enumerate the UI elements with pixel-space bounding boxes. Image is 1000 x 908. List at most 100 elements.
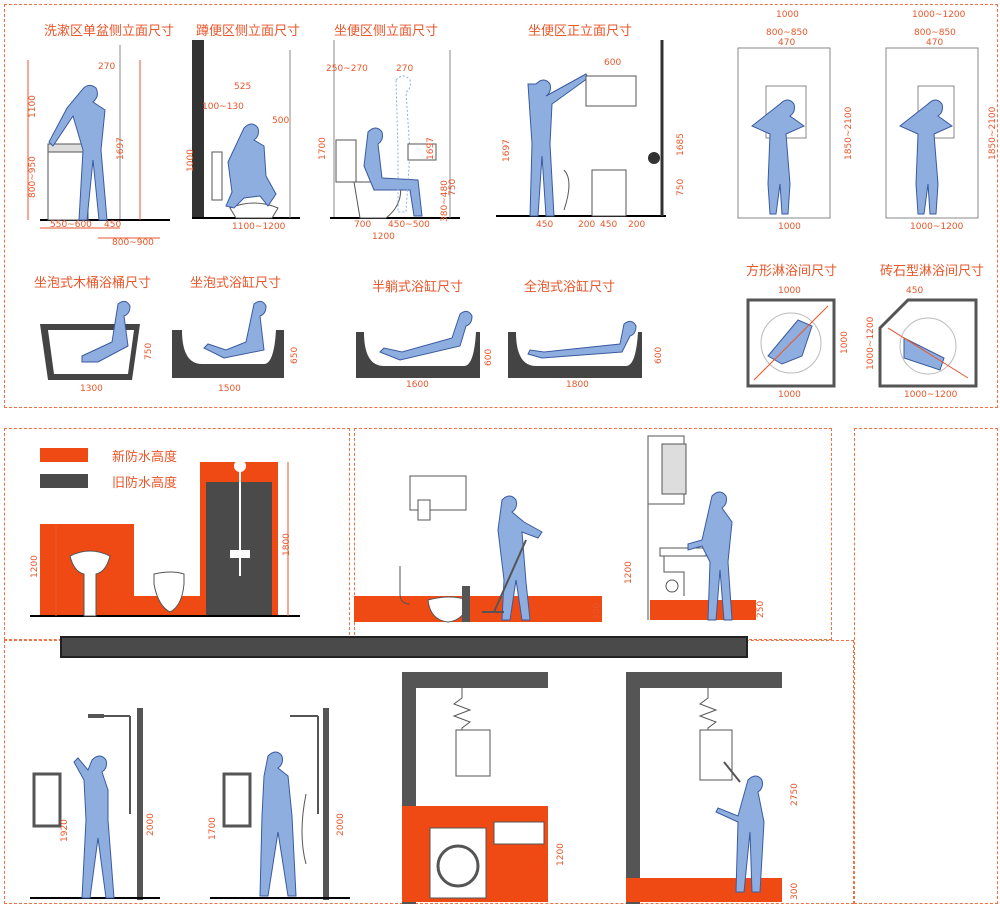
sit-tub-diagram xyxy=(172,300,284,378)
shower-left-diagram xyxy=(737,47,831,219)
square-shower-right: 1000 xyxy=(840,331,850,354)
toilet-front-dim-1697: 1697 xyxy=(502,139,512,162)
sink-dim-250: 250 xyxy=(756,600,766,618)
full-tub-height: 600 xyxy=(654,346,664,364)
shower-left-dim-1000: 1000 xyxy=(776,10,799,20)
toilet-front-dim-450b: 450 xyxy=(600,220,618,230)
diamond-shower-plan xyxy=(878,298,978,388)
shower-left-dim-470: 470 xyxy=(778,38,796,48)
waterproof-dim-1200: 1200 xyxy=(30,555,40,578)
drying-dim-300: 300 xyxy=(790,882,800,900)
drying-rack-diagram xyxy=(626,672,782,904)
shower-right-dim-800-850: 800~850 xyxy=(914,28,956,38)
waterproof-dim-1800: 1800 xyxy=(282,533,292,556)
full-tub-title: 全泡式浴缸尺寸 xyxy=(524,280,616,295)
wood-tub-title: 坐泡式木桶浴桶尺寸 xyxy=(34,276,152,291)
laundry-dim-1200: 1200 xyxy=(556,843,566,866)
middle-right-frame xyxy=(854,428,998,904)
mopping-area-diagram xyxy=(354,475,602,623)
shower-right-diagram xyxy=(885,47,979,219)
wash-dim-800-950: 800~950 xyxy=(28,156,38,198)
squat-dim-1100-1200: 1100~1200 xyxy=(232,222,286,232)
shower-left-dim-bottom: 1000 xyxy=(778,222,801,232)
divider-band xyxy=(60,636,748,658)
diamond-shower-title: 砖石型淋浴间尺寸 xyxy=(880,264,985,279)
toilet-side-dim-1697: 1697 xyxy=(426,137,436,160)
wash-dim-800-900: 800~900 xyxy=(112,238,154,248)
sit-tub-width: 1500 xyxy=(218,384,241,394)
laundry-diagram xyxy=(402,672,548,904)
squat-dim-500: 500 xyxy=(272,116,290,126)
square-shower-bottom: 1000 xyxy=(778,390,801,400)
half-tub-height: 600 xyxy=(484,348,494,366)
legend-new-label: 新防水高度 xyxy=(112,450,178,465)
shower-man-dim-1700: 1700 xyxy=(208,817,218,840)
wash-dim-270: 270 xyxy=(98,62,116,72)
toilet-side-dim-700: 700 xyxy=(354,220,372,230)
shower-right-dim-bottom: 1000~1200 xyxy=(910,222,964,232)
toilet-front-title: 坐便区正立面尺寸 xyxy=(528,24,633,39)
wash-dim-1100: 1100 xyxy=(28,95,38,118)
squat-dim-100-130: 100~130 xyxy=(202,102,244,112)
wash-title: 洗漱区单盆侧立面尺寸 xyxy=(44,24,175,39)
shower-left-dim-800-850: 800~850 xyxy=(766,28,808,38)
shower-woman-dim-1920: 1920 xyxy=(60,819,70,842)
toilet-side-diagram xyxy=(330,40,460,219)
toilet-side-dim-270: 270 xyxy=(396,64,414,74)
kitchen-sink-diagram xyxy=(647,435,756,621)
shower-right-dim-1850-2100: 1850~2100 xyxy=(988,106,998,160)
toilet-front-dim-200a: 200 xyxy=(578,220,596,230)
sit-tub-height: 650 xyxy=(290,346,300,364)
toilet-side-dim-450-500: 450~500 xyxy=(388,220,430,230)
full-tub-diagram xyxy=(508,320,642,378)
square-shower-top: 1000 xyxy=(778,286,801,296)
full-tub-width: 1800 xyxy=(566,380,589,390)
diamond-shower-left: 1000~1200 xyxy=(866,316,876,370)
half-tub-title: 半躺式浴缸尺寸 xyxy=(372,280,464,295)
wash-diagram xyxy=(27,45,170,239)
diamond-shower-top: 450 xyxy=(906,286,924,296)
sink-dim-1200: 1200 xyxy=(624,561,634,584)
half-tub-diagram xyxy=(356,310,480,378)
shower-man-diagram xyxy=(210,708,350,900)
squat-dim-1000: 1000 xyxy=(186,149,196,172)
shower-man-dim-2000: 2000 xyxy=(336,813,346,836)
wash-dim-450: 450 xyxy=(104,220,122,230)
toilet-front-dim-600: 600 xyxy=(604,58,622,68)
toilet-front-dim-200b: 200 xyxy=(628,220,646,230)
waterproof-bathroom-diagram xyxy=(30,460,300,617)
toilet-front-dim-450: 450 xyxy=(536,220,554,230)
wood-tub-width: 1300 xyxy=(80,384,103,394)
squat-diagram xyxy=(192,40,300,219)
wood-tub-diagram xyxy=(40,300,140,380)
squat-title: 蹲便区侧立面尺寸 xyxy=(196,24,301,39)
wash-dim-550-600: 550~600 xyxy=(50,220,92,230)
top-section-frame xyxy=(4,4,998,408)
shower-right-dim-1000-1200: 1000~1200 xyxy=(912,10,966,20)
sit-tub-title: 坐泡式浴缸尺寸 xyxy=(190,276,282,291)
toilet-side-dim-1200: 1200 xyxy=(372,232,395,242)
square-shower-title: 方形淋浴间尺寸 xyxy=(746,264,838,279)
toilet-side-dim-1700: 1700 xyxy=(318,137,328,160)
toilet-front-dim-1685: 1685 xyxy=(676,133,686,156)
squat-dim-525: 525 xyxy=(234,82,252,92)
drying-dim-2750: 2750 xyxy=(790,783,800,806)
wood-tub-height: 750 xyxy=(144,342,154,360)
diamond-shower-bottom: 1000~1200 xyxy=(904,390,958,400)
mopping-dim-300: 300 xyxy=(592,602,602,620)
half-tub-width: 1600 xyxy=(406,380,429,390)
legend-new-swatch xyxy=(40,448,88,462)
toilet-front-diagram xyxy=(496,40,666,217)
toilet-front-dim-750: 750 xyxy=(676,178,686,196)
legend-old-label: 旧防水高度 xyxy=(112,476,178,491)
square-shower-plan xyxy=(746,298,836,388)
wash-dim-1697: 1697 xyxy=(116,137,126,160)
shower-woman-diagram xyxy=(30,708,160,900)
toilet-side-dim-380-480: 380~480 xyxy=(440,180,450,222)
shower-left-dim-1850-2100: 1850~2100 xyxy=(844,106,854,160)
toilet-side-dim-250-270: 250~270 xyxy=(326,64,368,74)
shower-right-dim-470: 470 xyxy=(926,38,944,48)
legend-old-swatch xyxy=(40,474,88,488)
toilet-side-title: 坐便区侧立面尺寸 xyxy=(334,24,439,39)
shower-woman-dim-2000: 2000 xyxy=(146,813,156,836)
